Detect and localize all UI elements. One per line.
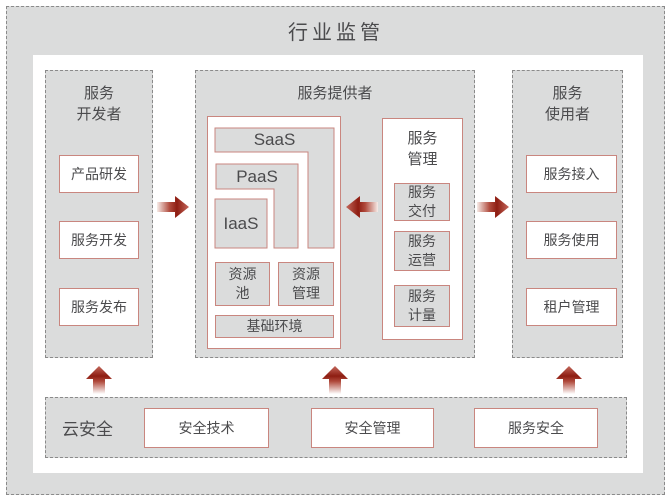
service-security-box: 服务安全 bbox=[474, 408, 598, 448]
product-rd-box: 产品研发 bbox=[59, 155, 139, 193]
service-consumer-panel: 服务 使用者 服务接入 服务使用 租户管理 bbox=[512, 70, 623, 358]
saas-layer: SaaS bbox=[253, 130, 296, 149]
service-operation-box: 服务 运营 bbox=[394, 231, 450, 271]
cloud-stack-shapes bbox=[214, 127, 335, 249]
service-consumer-title: 服务 使用者 bbox=[544, 85, 590, 123]
service-mgmt-box: 服务 管理 服务 交付 服务 运营 服务 计量 bbox=[382, 118, 463, 340]
industry-regulation-title: 行业监管 bbox=[288, 22, 384, 44]
resource-mgmt-box: 资源 管理 bbox=[278, 262, 334, 306]
saas-layer-shape bbox=[214, 127, 335, 249]
security-mgmt-box: 安全管理 bbox=[311, 408, 434, 448]
iaas-layer: IaaS bbox=[223, 213, 259, 233]
service-usage-box: 服务使用 bbox=[526, 221, 617, 259]
service-provider-panel: 服务提供者 SaaS PaaS IaaS 资源 池 资源 管理 基础环境 服务 … bbox=[195, 70, 475, 358]
service-developer-title: 服务 开发者 bbox=[76, 85, 122, 123]
service-delivery-box: 服务 交付 bbox=[394, 183, 450, 221]
base-env-box: 基础环境 bbox=[215, 315, 334, 338]
cloud-stack-box: SaaS PaaS IaaS 资源 池 资源 管理 基础环境 bbox=[207, 116, 341, 349]
service-release-box: 服务发布 bbox=[59, 288, 139, 326]
cloud-security-panel: 云安全 安全技术 安全管理 服务安全 bbox=[45, 397, 627, 458]
service-provider-title: 服务提供者 bbox=[297, 85, 373, 102]
service-dev-box: 服务开发 bbox=[59, 221, 139, 259]
service-access-box: 服务接入 bbox=[526, 155, 617, 193]
service-metering-box: 服务 计量 bbox=[394, 285, 450, 327]
cloud-security-label: 云安全 bbox=[62, 420, 113, 439]
security-tech-box: 安全技术 bbox=[144, 408, 269, 448]
iaas-layer-shape bbox=[214, 198, 268, 249]
tenant-mgmt-box: 租户管理 bbox=[526, 288, 617, 326]
service-mgmt-title: 服务 管理 bbox=[407, 130, 438, 168]
service-developer-panel: 服务 开发者 产品研发 服务开发 服务发布 bbox=[45, 70, 153, 358]
paas-layer: PaaS bbox=[236, 166, 278, 186]
paas-layer-shape bbox=[215, 163, 299, 249]
resource-pool-box: 资源 池 bbox=[215, 262, 270, 306]
